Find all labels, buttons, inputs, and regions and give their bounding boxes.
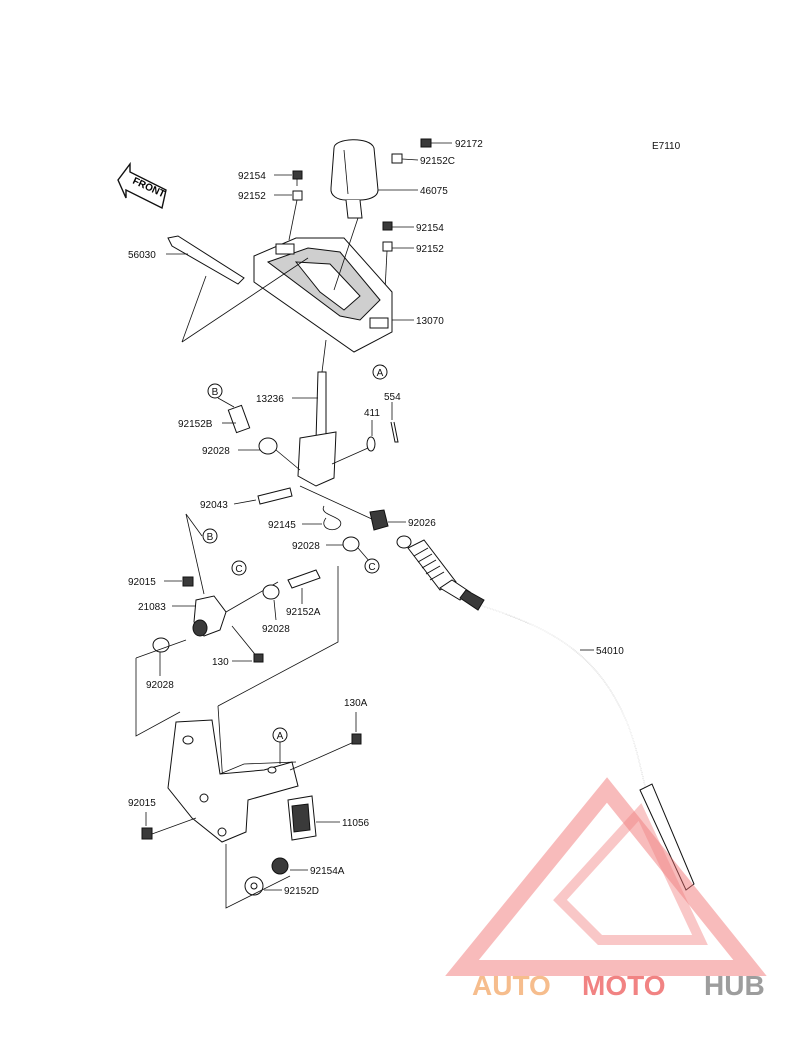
label-92154A: 92154A [310,866,345,877]
collar-92152-right [382,241,393,252]
collar-92152-top [292,190,303,201]
bolt-92154-right [382,221,393,231]
collar-92152A [287,569,321,589]
washer-411 [366,436,376,452]
label-130A: 130A [344,698,368,709]
nut-92015-a [182,576,194,587]
label-554: 554 [384,392,401,403]
bolt-130 [231,625,264,663]
collar-92152B [227,404,251,434]
diagram-code: E7110 [652,141,681,152]
bolt-92172 [420,138,452,148]
bracket-11056 [167,719,340,843]
svg-text:B: B [212,387,219,398]
reference-mark-b-top: B [207,383,223,399]
automotohub-watermark: AUTO MOTO HUB [445,777,767,1001]
svg-text:B: B [207,532,214,543]
svg-text:A: A [377,368,384,379]
reference-mark-b-bottom: B [202,528,218,544]
shift-cable-54010 [396,535,695,891]
nut-92015-b [141,827,153,840]
label-21083: 21083 [138,602,166,613]
svg-text:A: A [277,731,284,742]
watermark-text-hub: HUB [704,970,765,1001]
spring-92145 [299,485,375,531]
label-130: 130 [212,657,229,668]
bushing-92028-c [262,584,280,600]
label-92152C: 92152C [420,156,455,167]
bushing-92028-d [152,637,170,653]
reference-mark-c-top: C [231,560,247,576]
label-92028-a: 92028 [202,446,230,457]
svg-text:C: C [368,562,375,573]
collar-92026 [369,509,389,531]
bolt-130A [289,712,362,771]
svg-text:C: C [235,564,242,575]
label-92152-right: 92152 [416,244,444,255]
label-54010: 54010 [596,646,624,657]
label-92015-b: 92015 [128,798,156,809]
shift-knob-46075 [330,139,379,219]
plate-56030 [166,235,309,343]
reference-mark-c-bottom: C [364,558,380,574]
label-92028-b: 92028 [292,541,320,552]
watermark-logo-icon [445,777,767,976]
bolt-92154-top [292,170,303,180]
label-92028-d: 92028 [146,680,174,691]
label-92043: 92043 [200,500,228,511]
watermark-text-auto: AUTO [472,970,551,1001]
label-92152B: 92152B [178,419,213,430]
label-92026: 92026 [408,518,436,529]
pin-92043 [233,487,293,505]
label-13236: 13236 [256,394,284,405]
label-92152D: 92152D [284,886,319,897]
collar-92152C [391,153,403,164]
label-411: 411 [364,408,380,419]
shift-lever-13236 [292,339,337,487]
label-92028-c: 92028 [262,624,290,635]
watermark-text-moto: MOTO [582,970,665,1001]
label-11056: 11056 [342,818,370,829]
label-92152-top: 92152 [238,191,266,202]
label-56030: 56030 [128,250,156,261]
label-92172: 92172 [455,139,483,150]
bushing-92028-a [258,437,278,455]
label-13070: 13070 [416,316,444,327]
shift-console-13070 [253,217,414,353]
label-92145: 92145 [268,520,296,531]
cotter-pin-554 [390,421,399,443]
label-92154-right: 92154 [416,223,444,234]
reference-mark-a-top: A [372,364,388,380]
front-arrow-icon: FRONT [117,161,167,210]
label-46075: 46075 [420,186,448,197]
bushing-92028-b [342,536,360,552]
label-92152A: 92152A [286,607,321,618]
reference-mark-a-bottom: A [272,727,288,764]
bolt-92154A [271,857,289,875]
label-92154-top: 92154 [238,171,266,182]
label-92015-a: 92015 [128,577,156,588]
